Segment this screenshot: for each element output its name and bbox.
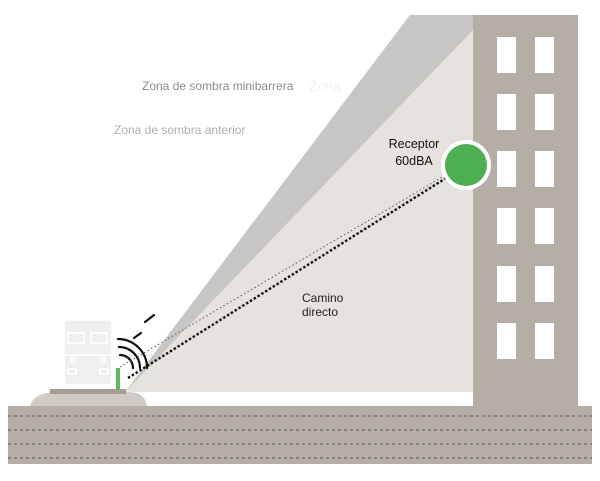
label-receptor-level: 60dBA [395,154,433,168]
shadow-zone-minibarrier [125,15,473,392]
building [473,15,578,406]
ground [8,406,592,464]
label-direct-path-line2: directo [302,305,339,319]
diffraction-path-line [119,175,445,368]
label-shadow-previous: Zona de sombra anterior [114,123,246,137]
building-windows [497,37,554,359]
label-receptor: Receptor 60dBA [381,136,447,170]
label-ghost-zone: Zona [309,78,341,94]
track [50,389,126,394]
label-direct-path-line1: Camino [302,291,344,305]
label-direct-path: Camino directo [302,291,343,319]
sound-wave-icon [116,313,156,370]
ground-lines [8,415,592,459]
label-shadow-minibarrier: Zona de sombra minibarrera [142,79,294,93]
mini-barrier-icon [116,368,120,390]
label-receptor-name: Receptor [388,137,440,151]
receptor-icon [445,144,487,186]
train-icon [63,313,113,389]
track-embankment [30,392,147,406]
